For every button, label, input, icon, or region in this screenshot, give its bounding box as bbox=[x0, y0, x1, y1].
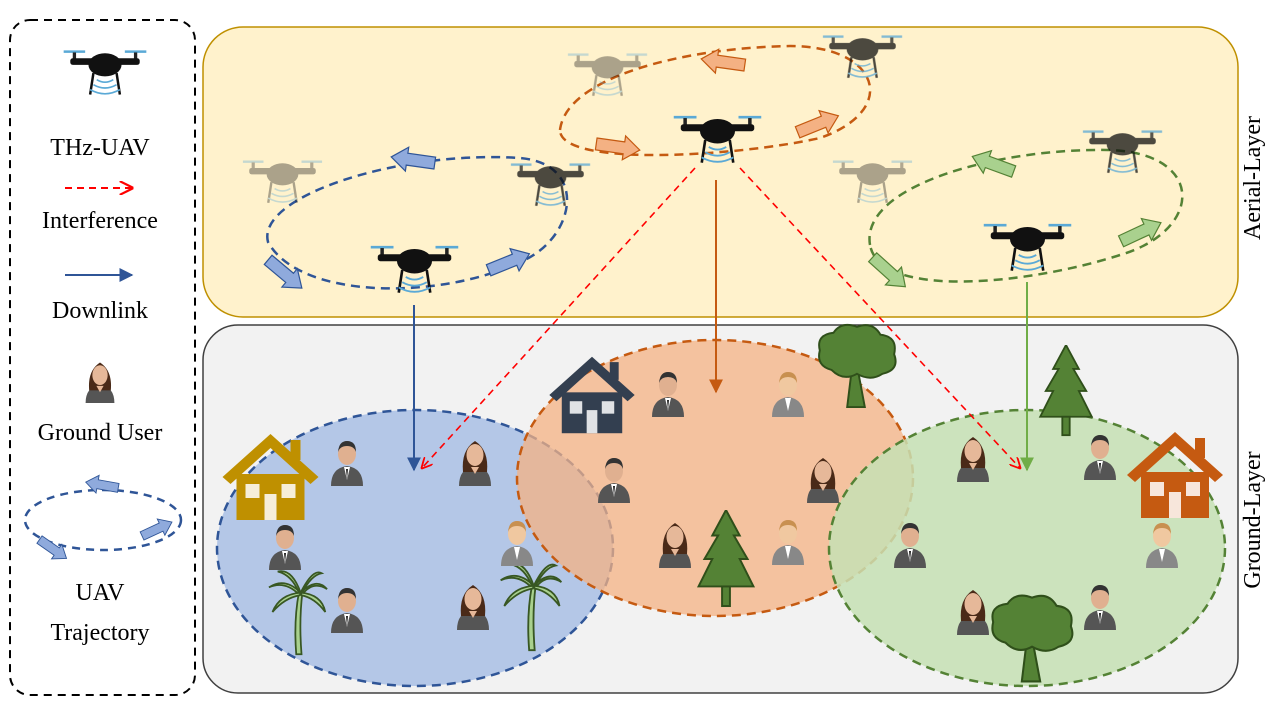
interference-arrow-left bbox=[422, 167, 696, 468]
legend-trajectory-arrow-icon bbox=[83, 472, 121, 498]
trajectory-blue bbox=[266, 155, 569, 290]
legend-label-downlink: Downlink bbox=[52, 298, 148, 324]
legend-person-icon bbox=[85, 362, 115, 403]
legend-label-interference: Interference bbox=[42, 208, 158, 234]
legend-drone-icon bbox=[62, 50, 148, 96]
trajectory-green bbox=[868, 148, 1184, 283]
legend-label-thz-uav: THz-UAV bbox=[50, 135, 150, 161]
legend-trajectory-arrow-icon bbox=[137, 513, 177, 545]
ground-layer-label: Ground-Layer bbox=[1240, 451, 1266, 588]
aerial-layer-panel bbox=[202, 26, 1239, 318]
legend-trajectory-arrow-icon bbox=[33, 531, 73, 567]
interference-arrow-right bbox=[739, 167, 1020, 468]
aerial-layer-label: Aerial-Layer bbox=[1240, 116, 1266, 240]
trajectory-orange bbox=[558, 44, 872, 157]
legend-label-uav: UAV bbox=[76, 580, 126, 606]
legend-label-trajectory: Trajectory bbox=[50, 620, 149, 646]
legend-label-ground-user: Ground User bbox=[38, 420, 163, 446]
legend-box bbox=[9, 19, 196, 696]
